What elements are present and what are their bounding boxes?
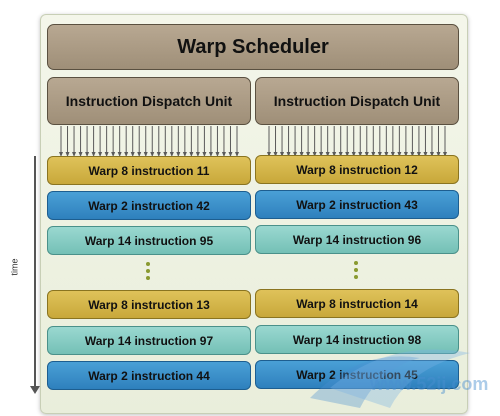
ellipsis-dots-left [146,262,152,283]
left-row-4: Warp 8 instruction 13 [47,290,251,319]
dispatch-arrow-head [85,152,90,157]
dispatch-arrow-head [403,152,408,157]
dispatch-arrow-head [280,152,285,157]
dispatch-arrow-head [137,152,142,157]
dispatch-arrow-head [371,152,376,157]
dispatch-arrow-head [351,152,356,157]
dispatch-arrow-head [332,152,337,157]
dispatch-arrow-head [130,152,135,157]
dispatch-arrow-head [176,152,181,157]
dispatch-arrow-head [423,152,428,157]
dispatch-unit-right: Instruction Dispatch Unit [255,77,459,125]
dispatch-arrow-head [189,152,194,157]
dispatch-arrow-head [98,152,103,157]
left-row-3: Warp 14 instruction 95 [47,226,251,255]
dispatch-arrow-head [215,152,220,157]
dispatch-arrow-head [65,152,70,157]
dispatch-arrow-head [410,152,415,157]
dispatch-arrow-head [345,152,350,157]
dispatch-arrow-head [235,152,239,157]
dispatch-arrow-head [325,152,330,157]
dispatch-arrow-head [358,152,363,157]
right-row-5: Warp 14 instruction 98 [255,325,459,354]
dispatch-arrow-head [156,152,161,157]
dispatch-arrow-head [397,152,402,157]
dispatch-arrow-head [59,152,63,157]
dispatch-arrow-head [221,152,226,157]
left-row-2: Warp 2 instruction 42 [47,191,251,220]
time-axis-label: time [9,258,20,276]
dispatch-arrow-head [169,152,174,157]
dispatch-arrow-head [208,152,213,157]
time-axis-arrowhead [30,386,40,394]
dispatch-arrow-head [384,152,389,157]
dispatch-arrow-head [182,152,187,157]
left-row-5: Warp 14 instruction 97 [47,326,251,355]
dispatch-arrows-left [59,126,239,157]
dispatch-arrow-head [150,152,155,157]
dispatch-arrow-head [306,152,311,157]
dispatch-arrow-head [163,152,168,157]
dispatch-arrow-head [72,152,77,157]
dispatch-arrow-head [111,152,116,157]
right-row-2: Warp 2 instruction 43 [255,190,459,219]
warp-scheduler-box: Warp Scheduler [47,24,459,70]
right-row-4: Warp 8 instruction 14 [255,289,459,318]
dispatch-arrow-head [416,152,421,157]
dispatch-arrow-head [117,152,122,157]
dispatch-arrow-head [195,152,200,157]
dispatch-arrow-head [78,152,83,157]
dispatch-unit-left: Instruction Dispatch Unit [47,77,251,125]
dispatch-arrow-head [377,152,382,157]
dispatch-arrow-head [293,152,298,157]
dispatch-arrow-head [338,152,343,157]
time-axis-line [34,156,36,388]
left-row-6: Warp 2 instruction 44 [47,361,251,390]
left-row-1: Warp 8 instruction 11 [47,156,251,185]
dispatch-arrow-head [202,152,207,157]
dispatch-arrow-head [228,152,233,157]
dispatch-arrow-head [436,152,441,157]
dispatch-arrow-head [319,152,324,157]
dispatch-arrow-head [286,152,291,157]
right-row-3: Warp 14 instruction 96 [255,225,459,254]
dispatch-arrow-head [143,152,148,157]
dispatch-arrow-head [312,152,317,157]
right-row-6: Warp 2 instruction 45 [255,360,459,389]
dispatch-arrow-head [124,152,129,157]
dispatch-arrow-head [273,152,278,157]
dispatch-arrows-right [267,126,447,157]
right-row-1: Warp 8 instruction 12 [255,155,459,184]
dispatch-arrow-head [364,152,369,157]
dispatch-arrow-head [443,152,447,157]
ellipsis-dots-right [354,261,360,282]
dispatch-arrow-head [299,152,304,157]
dispatch-arrow-head [91,152,96,157]
dispatch-arrow-head [267,152,271,157]
dispatch-arrow-head [390,152,395,157]
dispatch-arrow-head [104,152,109,157]
dispatch-arrow-head [429,152,434,157]
